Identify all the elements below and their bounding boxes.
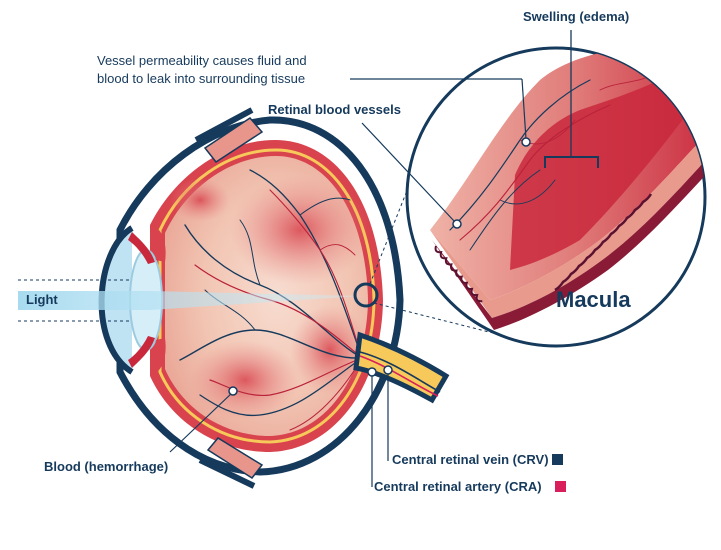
tissue-vessels <box>449 69 661 251</box>
permeability-label-line2: blood to leak into surrounding tissue <box>97 71 306 86</box>
muscle-top <box>203 117 264 164</box>
light-label: Light <box>26 292 58 307</box>
crv-vessel <box>359 351 441 393</box>
hemorrhage-patch <box>230 175 370 285</box>
iris-top <box>128 232 155 264</box>
cra-label: Central retinal artery (CRA) <box>374 479 542 494</box>
macula-zoom <box>405 30 707 348</box>
crv-swatch <box>552 454 563 465</box>
blood-label: Blood (hemorrhage) <box>44 459 169 474</box>
macula-marker <box>353 282 379 308</box>
iris-bottom <box>128 336 155 368</box>
hemorrhage-patch <box>290 305 370 395</box>
swelling-region <box>510 75 690 270</box>
permeability-label-line1: Vessel permeability causes fluid and <box>97 53 307 68</box>
swelling-label: Swelling (edema) <box>523 9 630 24</box>
hemorrhage-patch <box>190 340 300 420</box>
cra-swatch <box>555 481 566 492</box>
leaders <box>169 78 531 487</box>
crv-label: Central retinal vein (CRV) <box>392 452 549 467</box>
macula-label: Macula <box>556 287 631 312</box>
muscle-bottom <box>206 437 264 480</box>
hemorrhage-patch <box>170 178 230 222</box>
cra-vessel <box>359 355 439 397</box>
retinal-vessels-label: Retinal blood vessels <box>268 102 401 117</box>
light-beam <box>18 279 362 322</box>
